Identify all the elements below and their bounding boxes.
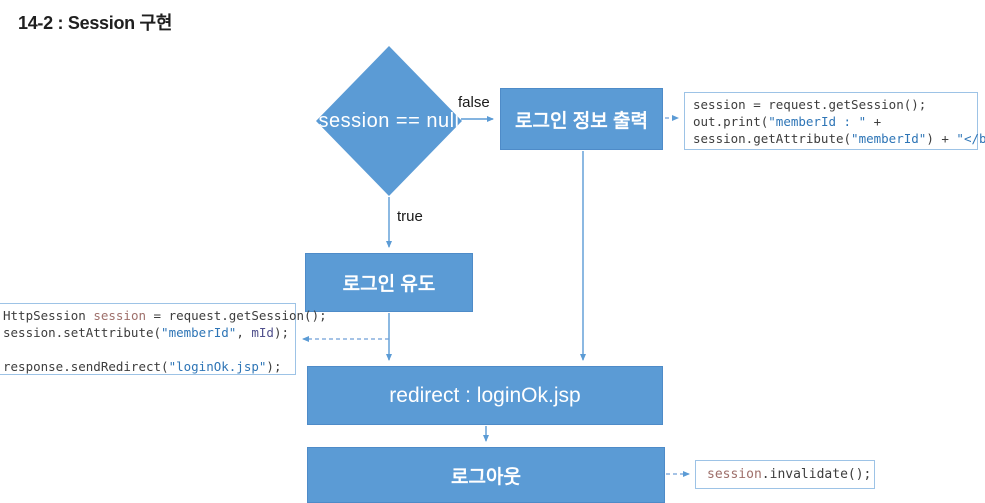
edge-label-true: true — [397, 208, 423, 225]
code-block-get-session: session = request.getSession();out.print… — [684, 92, 985, 150]
decision-session-null: session == null — [316, 46, 462, 196]
box-login-induce: 로그인 유도 — [305, 253, 473, 312]
box-login-info-label: 로그인 정보 출력 — [515, 110, 648, 132]
box-logout-label: 로그아웃 — [451, 466, 521, 488]
page-title: 14-2 : Session 구현 — [18, 13, 173, 33]
box-login-info: 로그인 정보 출력 — [500, 88, 663, 150]
box-logout: 로그아웃 — [307, 447, 665, 503]
code-block-set-session: HttpSession session = request.getSession… — [0, 303, 327, 375]
box-redirect-loginok: redirect : loginOk.jsp — [307, 366, 663, 425]
edge-label-false: false — [458, 94, 490, 111]
box-login-induce-label: 로그인 유도 — [342, 274, 436, 295]
decision-label: session == null — [318, 109, 460, 132]
box-redirect-label: redirect : loginOk.jsp — [389, 383, 581, 407]
code-block-invalidate: session.invalidate(); — [695, 460, 875, 489]
